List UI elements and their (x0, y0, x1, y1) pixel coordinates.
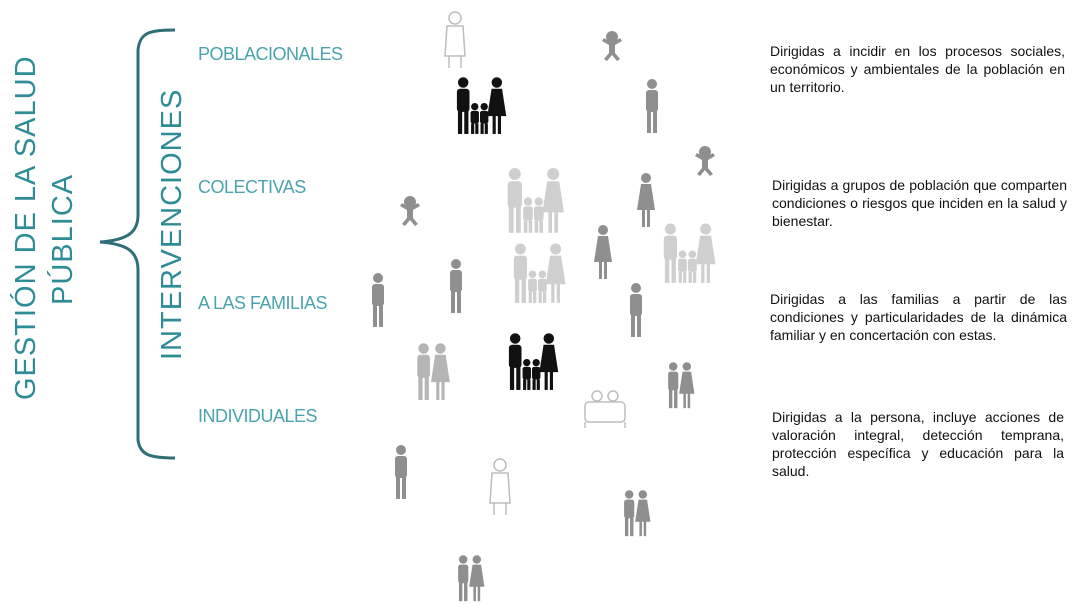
person-icon-6 (630, 283, 642, 337)
category-poblacionales: POBLACIONALES (198, 44, 343, 64)
category-familias: A LAS FAMILIAS (198, 293, 328, 313)
category-colectivas: COLECTIVAS (198, 177, 306, 197)
couple-icon-2 (624, 490, 650, 536)
person-icon-3 (594, 225, 612, 279)
person-icon-1 (646, 79, 658, 133)
family-icon-light-3 (664, 224, 716, 283)
description-familias: Dirigidas a las familias a partir de las… (770, 291, 1067, 343)
person-icon-7 (395, 445, 407, 499)
baby-icon-1 (602, 31, 622, 61)
description-individuales: Dirigidas a la persona, incluye acciones… (772, 409, 1064, 479)
description-poblacionales: Dirigidas a incidir en los procesos soci… (770, 43, 1065, 95)
family-icon-light-2 (514, 244, 566, 303)
category-individuales: INDIVIDUALES (198, 406, 318, 426)
family-icon-dark-2 (509, 333, 558, 390)
outline-figure-1 (444, 11, 466, 68)
person-icon-2 (637, 173, 655, 227)
family-icon-light-1 (508, 168, 564, 233)
couple-icon-1 (668, 362, 694, 408)
person-icon-5 (372, 273, 384, 327)
baby-icon-2 (695, 146, 715, 176)
person-icon-4 (450, 259, 462, 313)
couple-icon-3 (458, 555, 484, 601)
outline-figure-3 (584, 390, 626, 428)
outline-figure-2 (489, 458, 511, 515)
baby-icon-3 (400, 196, 420, 226)
family-icon-dark-1 (457, 77, 506, 134)
description-colectivas: Dirigidas a grupos de población que comp… (772, 177, 1067, 229)
elderly-couple-icon (417, 343, 450, 400)
